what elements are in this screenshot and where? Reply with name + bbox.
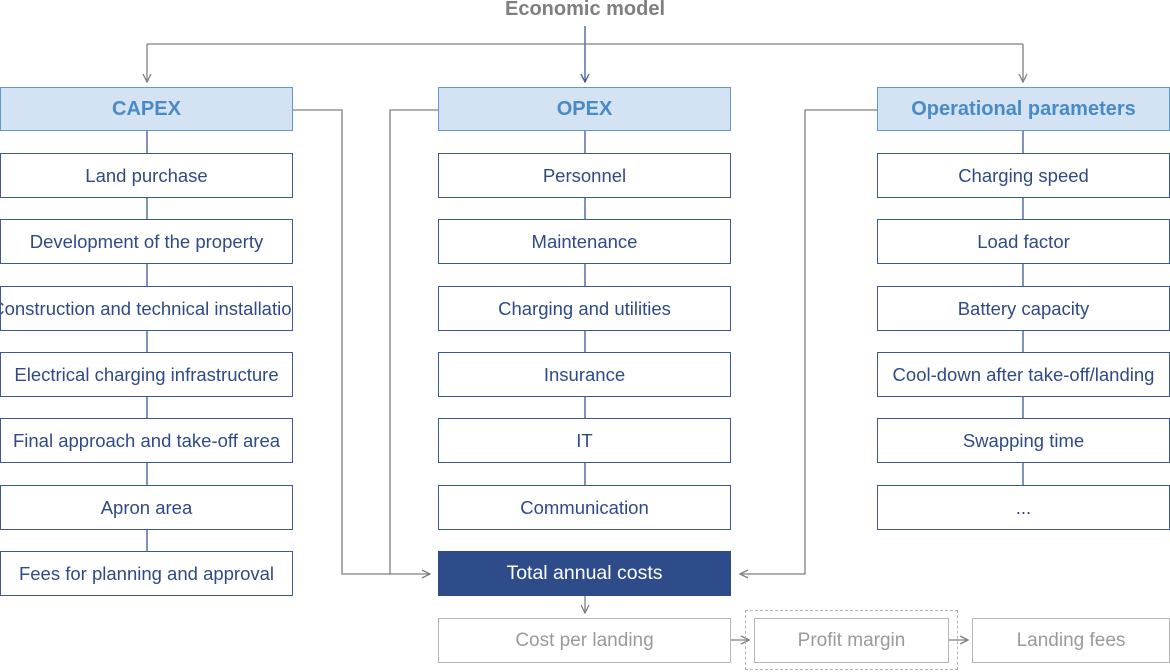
total-annual-costs: Total annual costs bbox=[438, 551, 731, 596]
capex-item-fees: Fees for planning and approval bbox=[0, 551, 293, 596]
opex-item-charging-utilities: Charging and utilities bbox=[438, 286, 731, 331]
capex-header: CAPEX bbox=[0, 87, 293, 131]
profit-margin: Profit margin bbox=[754, 618, 949, 663]
opex-item-personnel: Personnel bbox=[438, 153, 731, 198]
capex-item-development: Development of the property bbox=[0, 219, 293, 264]
operational-item-battery-capacity: Battery capacity bbox=[877, 286, 1170, 331]
opex-header: OPEX bbox=[438, 87, 731, 131]
cost-per-landing: Cost per landing bbox=[438, 618, 731, 663]
operational-item-cool-down: Cool-down after take-off/landing bbox=[877, 352, 1170, 397]
capex-item-charging-infrastructure: Electrical charging infrastructure bbox=[0, 352, 293, 397]
diagram-title: Economic model bbox=[504, 0, 666, 20]
landing-fees: Landing fees bbox=[972, 618, 1170, 663]
opex-to-total-line bbox=[389, 109, 439, 574]
capex-item-apron: Apron area bbox=[0, 485, 293, 530]
opex-item-communication: Communication bbox=[438, 485, 731, 530]
capex-to-total-line bbox=[292, 109, 430, 574]
opex-item-insurance: Insurance bbox=[438, 352, 731, 397]
operational-item-ellipsis: ... bbox=[877, 485, 1170, 530]
operational-item-charging-speed: Charging speed bbox=[877, 153, 1170, 198]
operational-to-total-line bbox=[740, 109, 878, 574]
operational-item-swapping-time: Swapping time bbox=[877, 418, 1170, 463]
opex-item-maintenance: Maintenance bbox=[438, 219, 731, 264]
operational-item-load-factor: Load factor bbox=[877, 219, 1170, 264]
capex-item-land-purchase: Land purchase bbox=[0, 153, 293, 198]
capex-item-construction: Construction and technical installation bbox=[0, 286, 293, 331]
operational-header: Operational parameters bbox=[877, 87, 1170, 131]
opex-item-it: IT bbox=[438, 418, 731, 463]
profit-margin-dashed-frame bbox=[745, 610, 958, 670]
capex-item-fato: Final approach and take-off area bbox=[0, 418, 293, 463]
